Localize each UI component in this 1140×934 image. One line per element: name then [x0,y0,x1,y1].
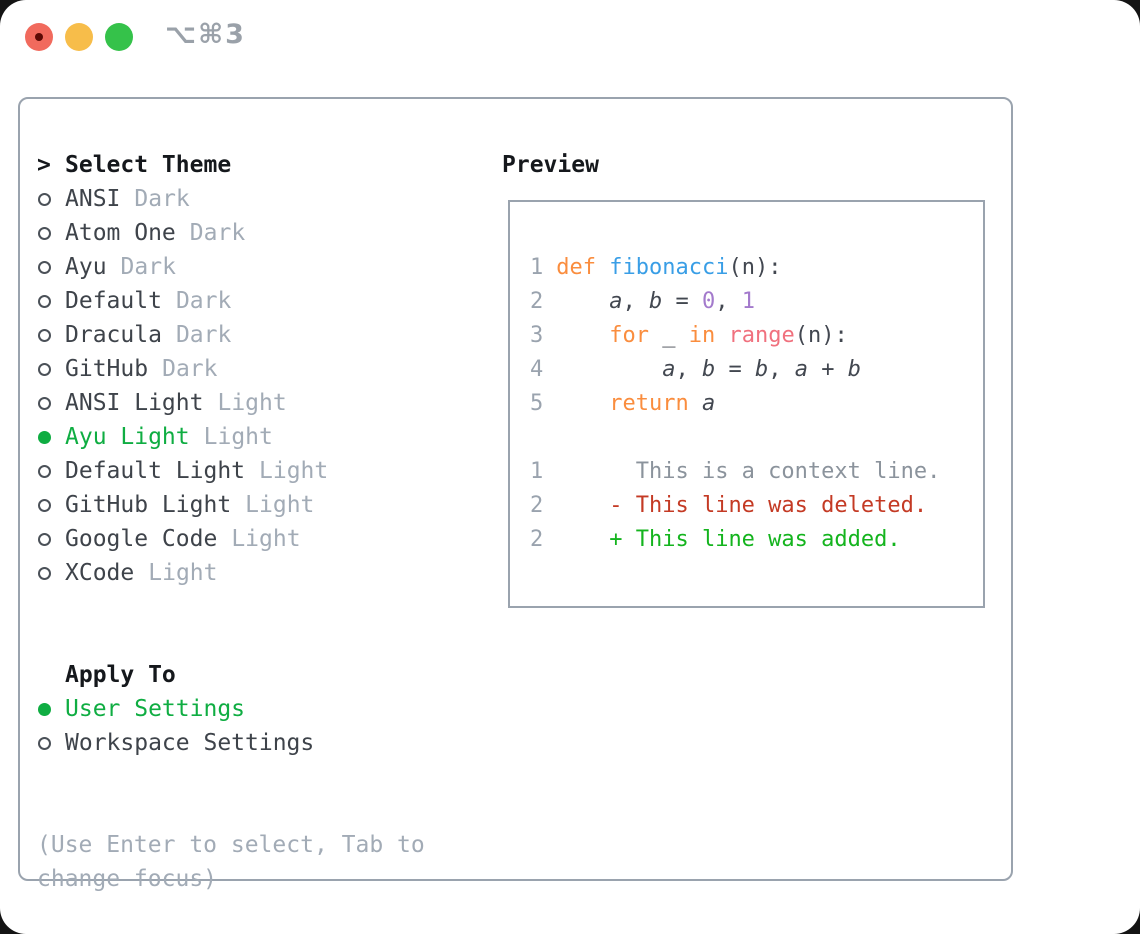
theme-tag: Light [217,390,287,416]
theme-item-ayu-light[interactable]: Ayu Light Light [37,420,477,454]
line-number: 2 [530,527,544,552]
radio-unselected-icon [37,556,65,590]
radio-unselected-icon [37,318,65,352]
theme-item-default-dark[interactable]: Default Dark [37,284,477,318]
close-dot-icon [35,33,43,41]
line-number: 2 [530,493,544,518]
apply-to-header-row: Apply To [37,658,477,692]
code-line: 5 return a [530,387,940,421]
radio-unselected-icon [37,284,65,318]
line-number: 4 [530,357,544,382]
theme-item-atom-one-dark[interactable]: Atom One Dark [37,216,477,250]
theme-tag: Light [148,560,218,586]
theme-name: Atom One [65,220,176,246]
code-line: 3 for _ in range(n): [530,319,940,353]
theme-name: Ayu [65,254,107,280]
zoom-button[interactable] [105,23,133,51]
theme-list: > Select Theme ANSI Dark Atom One Dark A… [37,148,477,896]
radio-unselected-icon [37,182,65,216]
radio-unselected-icon [37,726,65,760]
radio-selected-icon [37,692,65,726]
line-number: 2 [530,289,544,314]
theme-item-ayu-dark[interactable]: Ayu Dark [37,250,477,284]
code-line: 2 a, b = 0, 1 [530,285,940,319]
radio-unselected-icon [37,522,65,556]
theme-tag: Light [259,458,329,484]
theme-item-github-light[interactable]: GitHub Light Light [37,488,477,522]
theme-tag: Dark [189,220,246,246]
theme-name: Default Light [65,458,246,484]
caret-icon: > [37,152,51,178]
theme-tag: Dark [120,254,176,280]
section-gap [37,760,477,828]
section-gap [37,590,477,658]
theme-name: ANSI [65,186,121,212]
code-line: 4 a, b = b, a + b [530,353,940,387]
minimize-button[interactable] [65,23,93,51]
theme-item-dracula-dark[interactable]: Dracula Dark [37,318,477,352]
theme-item-xcode-light[interactable]: XCode Light [37,556,477,590]
line-number: 3 [530,323,544,348]
line-number: 1 [530,255,544,280]
diff-deleted-line: 2 - This line was deleted. [530,489,940,523]
window-shortcut-label: ⌥⌘3 [165,19,246,50]
theme-tag: Dark [175,288,232,314]
line-number: 5 [530,391,544,416]
diff-context-line: 1 This is a context line. [530,455,940,489]
theme-item-ansi-light[interactable]: ANSI Light Light [37,386,477,420]
radio-unselected-icon [37,454,65,488]
close-button[interactable] [25,23,53,51]
theme-item-default-light[interactable]: Default Light Light [37,454,477,488]
theme-tag: Light [245,492,315,518]
apply-to-label: Workspace Settings [65,730,315,756]
radio-unselected-icon [37,216,65,250]
theme-tag: Light [231,526,301,552]
theme-name: Dracula [65,322,162,348]
theme-name: Google Code [65,526,218,552]
theme-name: GitHub Light [65,492,232,518]
radio-selected-icon [37,420,65,454]
theme-tag: Light [203,424,273,450]
apply-to-title: Apply To [65,662,176,688]
theme-item-google-code-light[interactable]: Google Code Light [37,522,477,556]
radio-unselected-icon [37,352,65,386]
theme-tag: Dark [162,356,218,382]
theme-list-header-row: > Select Theme [37,148,477,182]
theme-tag: Dark [134,186,190,212]
keyboard-hint: (Use Enter to select, Tab to change focu… [37,832,425,892]
preview-box [508,200,985,608]
radio-unselected-icon [37,250,65,284]
theme-tag: Dark [175,322,232,348]
theme-name: ANSI Light [65,390,204,416]
radio-unselected-icon [37,386,65,420]
theme-item-github-dark[interactable]: GitHub Dark [37,352,477,386]
blank-line [530,421,940,455]
theme-list-title: Select Theme [65,152,232,178]
theme-item-ansi-dark[interactable]: ANSI Dark [37,182,477,216]
line-number: 1 [530,459,544,484]
apply-to-label: User Settings [65,696,246,722]
diff-added-line: 2 + This line was added. [530,523,940,557]
theme-name: GitHub [65,356,149,382]
theme-name: XCode [65,560,135,586]
preview-title: Preview [502,152,599,178]
theme-name: Ayu Light [65,424,190,450]
theme-name: Default [65,288,162,314]
apply-to-workspace-settings[interactable]: Workspace Settings [37,726,477,760]
apply-to-user-settings[interactable]: User Settings [37,692,477,726]
radio-unselected-icon [37,488,65,522]
